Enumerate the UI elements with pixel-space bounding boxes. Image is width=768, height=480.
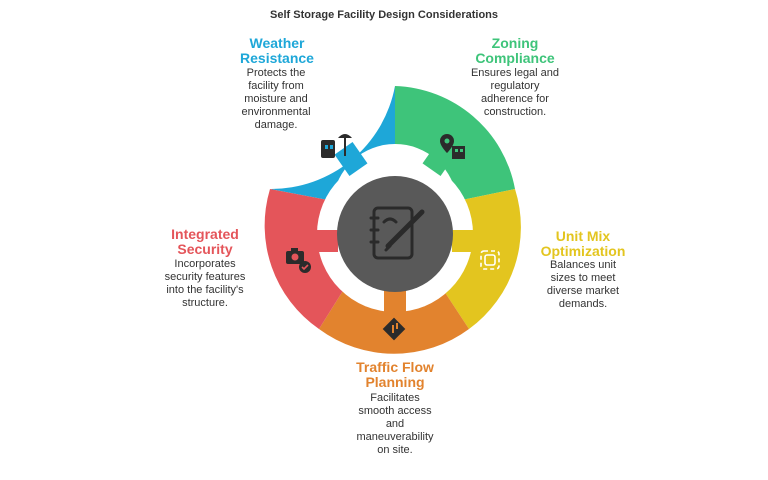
- notch-traffic: [384, 290, 406, 316]
- segment-weather: [270, 86, 395, 201]
- label-security-line2: Security: [177, 241, 233, 257]
- label-security: Integrated Security: [150, 227, 260, 257]
- label-weather-line1: Weather: [249, 35, 305, 51]
- desc-security-line: Incorporates: [174, 258, 236, 270]
- label-traffic-line1: Traffic Flow: [356, 359, 434, 375]
- label-zoning: Zoning Compliance: [470, 36, 560, 66]
- location-building-icon: [440, 134, 465, 159]
- label-unitmix-line1: Unit Mix: [555, 228, 611, 244]
- desc-zoning: Ensures legal and regulatory adherence f…: [460, 67, 570, 119]
- label-zoning-line1: Zoning: [491, 35, 539, 51]
- desc-traffic: Facilitates smooth access and maneuverab…: [335, 392, 455, 457]
- label-security-line1: Integrated: [171, 226, 239, 242]
- desc-zoning-line: construction.: [483, 106, 547, 118]
- square-frame-icon: [480, 250, 500, 270]
- notch-security: [314, 230, 338, 252]
- desc-unitmix: Balances unit sizes to meet diverse mark…: [528, 259, 638, 311]
- desc-weather: Protects the facility from moisture and …: [228, 67, 324, 132]
- label-traffic: Traffic Flow Planning: [330, 360, 460, 390]
- desc-weather-line: damage.: [254, 119, 298, 131]
- desc-weather-line: environmental: [241, 106, 311, 118]
- desc-zoning-line: Ensures legal and: [470, 67, 560, 79]
- traffic-sign-icon: [382, 317, 406, 341]
- label-unitmix: Unit Mix Optimization: [528, 229, 638, 259]
- notch-unitmix: [452, 230, 476, 252]
- camera-check-icon: [286, 248, 311, 273]
- desc-traffic-line: maneuverability: [356, 431, 434, 443]
- desc-unitmix-line: sizes to meet: [550, 272, 616, 284]
- desc-unitmix-line: Balances unit: [549, 259, 617, 271]
- desc-weather-line: Protects the: [246, 67, 306, 79]
- center-disc: [337, 176, 453, 292]
- label-unitmix-line2: Optimization: [540, 243, 626, 259]
- notch-weather: [334, 142, 368, 176]
- desc-unitmix-line: demands.: [558, 298, 608, 310]
- desc-security-line: security features: [164, 271, 246, 283]
- label-weather: Weather Resistance: [232, 36, 322, 66]
- desc-zoning-line: adherence for: [481, 93, 549, 105]
- segment-security: [264, 189, 361, 329]
- segment-zoning: [395, 86, 515, 201]
- desc-traffic-line: and: [385, 418, 405, 430]
- diagram-title: Self Storage Facility Design Considerati…: [270, 9, 498, 21]
- desc-security: Incorporates security features into the …: [150, 258, 260, 310]
- desc-security-line: into the facility's: [166, 284, 244, 296]
- desc-traffic-line: Facilitates: [370, 392, 420, 404]
- desc-security-line: structure.: [182, 297, 228, 309]
- desc-traffic-line: smooth access: [358, 405, 432, 417]
- umbrella-building-icon: [321, 134, 352, 158]
- desc-unitmix-line: diverse market: [546, 285, 620, 297]
- segment-unitmix: [425, 189, 521, 329]
- label-zoning-line2: Compliance: [475, 50, 555, 66]
- label-traffic-line2: Planning: [365, 374, 425, 390]
- notebook-pen-icon: [369, 206, 425, 260]
- desc-traffic-line: on site.: [377, 444, 413, 456]
- label-weather-line2: Resistance: [240, 50, 314, 66]
- desc-zoning-line: regulatory: [490, 80, 540, 92]
- desc-weather-line: facility from: [248, 80, 304, 92]
- desc-weather-line: moisture and: [244, 93, 308, 105]
